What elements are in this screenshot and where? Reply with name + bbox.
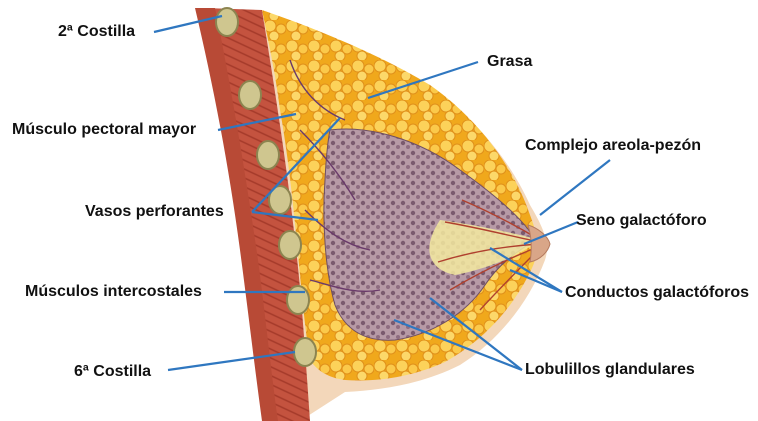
leader-nipple	[540, 160, 610, 215]
label-fat: Grasa	[487, 52, 532, 72]
label-rib6: 6ª Costilla	[74, 362, 151, 382]
label-nipple: Complejo areola-pezón	[525, 136, 701, 156]
label-sinus: Seno galactóforo	[576, 211, 707, 231]
label-lobules: Lobulillos glandulares	[525, 360, 695, 380]
label-vessels: Vasos perforantes	[85, 202, 224, 222]
label-pectoral: Músculo pectoral mayor	[12, 120, 196, 140]
label-ducts: Conductos galactóforos	[565, 283, 749, 303]
label-rib2: 2ª Costilla	[58, 22, 135, 42]
label-intercostal: Músculos intercostales	[25, 282, 202, 302]
nipple	[528, 225, 550, 262]
